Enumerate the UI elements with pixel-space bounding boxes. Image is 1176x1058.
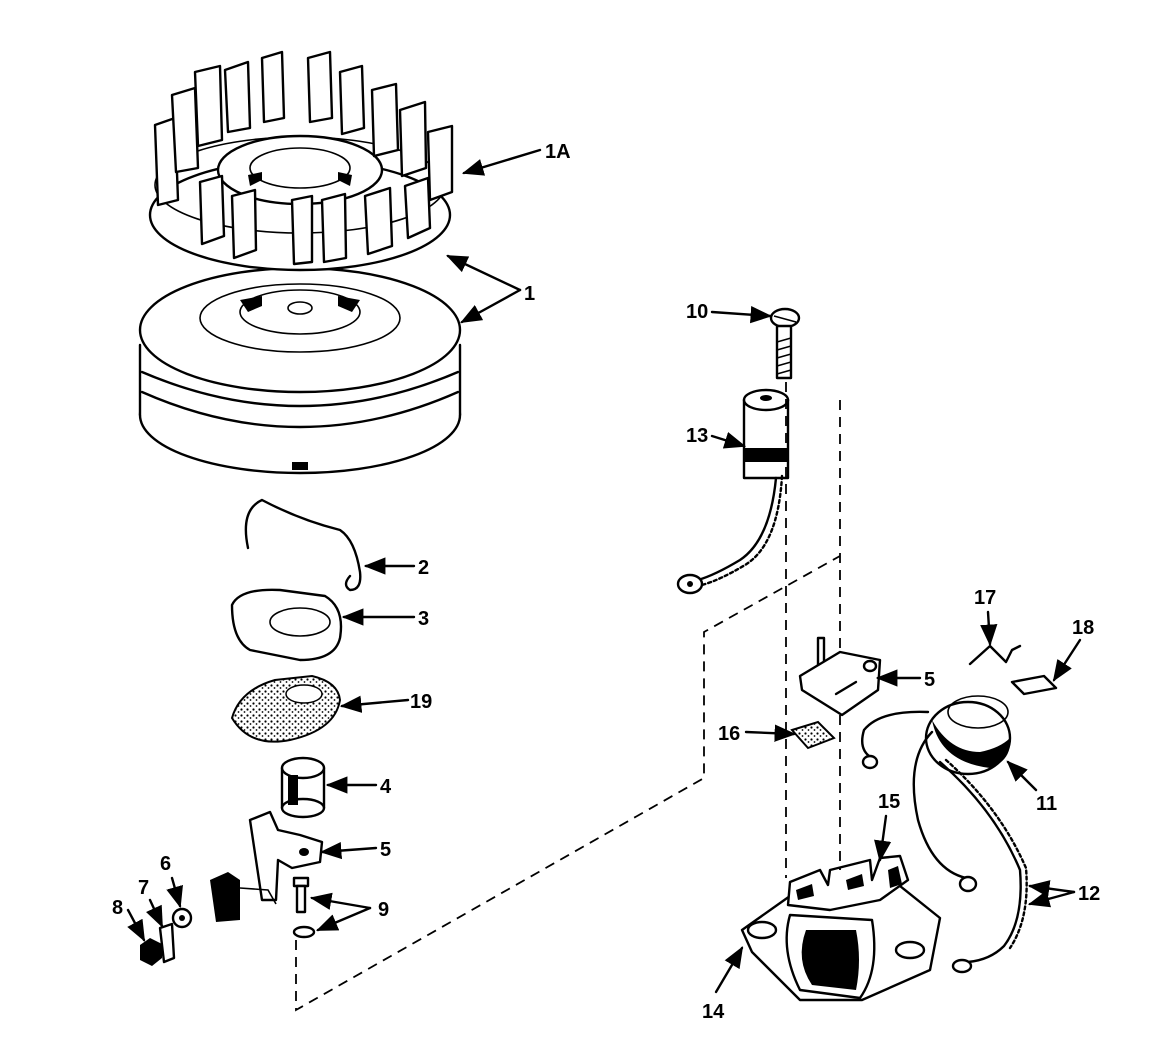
label-1a: 1A <box>545 141 571 163</box>
label-19: 19 <box>410 691 432 713</box>
key-part-18 <box>1010 674 1058 696</box>
nut-part-8 <box>140 938 162 966</box>
base-housing-part-14 <box>740 854 942 1002</box>
label-16: 16 <box>718 723 740 745</box>
label-9: 9 <box>378 899 389 921</box>
spring-part-2 <box>244 498 362 592</box>
label-4: 4 <box>380 776 392 798</box>
label-2: 2 <box>418 557 429 579</box>
washer-part-6 <box>171 907 193 929</box>
label-13: 13 <box>686 425 708 447</box>
fan-cooling <box>148 50 454 272</box>
bracket-part-5 <box>798 636 882 717</box>
screw-part-10 <box>769 307 801 380</box>
breaker-arm-part-5 <box>210 810 324 922</box>
assembly-lines <box>295 382 841 1012</box>
label-7: 7 <box>138 877 149 899</box>
coil-part-11 <box>861 695 1012 776</box>
label-14: 14 <box>702 1001 725 1023</box>
label-5-right: 5 <box>924 669 935 691</box>
label-5-left: 5 <box>380 839 391 861</box>
flywheel-body <box>138 266 462 475</box>
leads-part-12 <box>912 730 1028 974</box>
label-15: 15 <box>878 791 900 813</box>
screw-part-9 <box>292 876 316 939</box>
label-12: 12 <box>1078 883 1100 905</box>
label-10: 10 <box>686 301 708 323</box>
bushing-part-4 <box>280 756 326 819</box>
label-17: 17 <box>974 587 996 609</box>
felt-washer-part-19 <box>230 674 342 743</box>
label-1: 1 <box>524 283 535 305</box>
label-6: 6 <box>160 853 171 875</box>
label-11: 11 <box>1036 793 1057 815</box>
pad-part-16 <box>790 720 836 750</box>
clip-part-7 <box>158 922 176 964</box>
cover-plate-part-3 <box>230 588 343 662</box>
label-18: 18 <box>1072 617 1094 639</box>
callout-arrows <box>126 148 1082 994</box>
label-3: 3 <box>418 608 429 630</box>
label-8: 8 <box>112 897 123 919</box>
spring-clip-part-17 <box>968 644 1022 666</box>
condenser-part-13 <box>676 388 790 595</box>
